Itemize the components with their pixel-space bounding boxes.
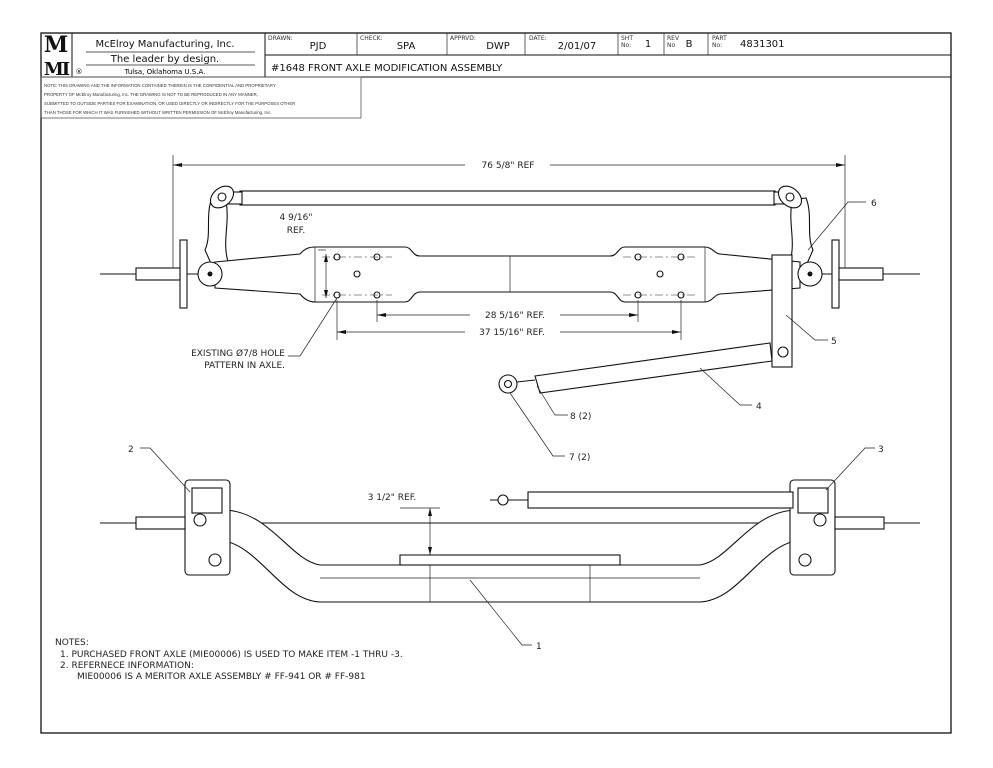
balloon-8: 8 (2) — [570, 412, 591, 422]
rev-value: B — [686, 39, 693, 50]
balloon-4: 4 — [756, 402, 762, 412]
dim-height: 4 9/16" — [280, 213, 313, 223]
spindle-left — [135, 267, 181, 281]
location: Tulsa, Oklahoma U.S.A. — [124, 68, 206, 76]
part-label: PART — [712, 35, 727, 42]
sht-label: SHT — [621, 35, 633, 42]
dim-drop: 3 1/2" REF. — [368, 493, 417, 503]
cylinder-bracket — [771, 254, 793, 368]
balloon-3: 3 — [878, 445, 884, 455]
balloon-5: 5 — [831, 337, 837, 347]
part-number: 4831301 — [740, 39, 785, 50]
title-block: M MI McElroy Manufacturing, Inc. The lea… — [41, 32, 951, 80]
apprvd-value: DWP — [486, 41, 510, 52]
balloon-1: 1 — [536, 642, 542, 652]
note-line: PROPERTY OF McElroy Manufacturing, Inc. … — [44, 92, 258, 97]
axle-beam — [214, 246, 801, 303]
dim-outer: 37 15/16" REF. — [479, 328, 545, 338]
notes-heading: NOTES: — [55, 638, 89, 648]
balloon-6: 6 — [871, 199, 877, 209]
steering-arm-left — [204, 197, 229, 269]
spindle-front-right — [834, 516, 885, 530]
brake-flange-right — [831, 239, 840, 309]
date-value: 2/01/07 — [558, 41, 597, 52]
mmi-logo: M MI — [44, 32, 72, 80]
steering-cylinder-front — [527, 491, 794, 509]
note-line: NOTE: THIS DRAWING AND THE INFORMATION C… — [44, 83, 276, 88]
dim-overall: 76 5/8" REF — [482, 161, 535, 171]
rev-label-no: No — [667, 42, 675, 49]
tie-rod — [239, 190, 776, 206]
registered-mark: ® — [76, 68, 83, 76]
svg-text:M: M — [44, 32, 68, 58]
sht-label-no: No: — [621, 42, 631, 49]
apprvd-label: APPRVD: — [450, 35, 476, 42]
date-label: DATE: — [529, 35, 547, 42]
check-value: SPA — [397, 41, 416, 52]
spindle-right — [838, 267, 884, 281]
note-2: 2. REFERNECE INFORMATION: — [60, 661, 194, 671]
dim-height-ref: REF. — [287, 226, 306, 236]
drawing-title: #1648 FRONT AXLE MODIFICATION ASSEMBLY — [271, 63, 503, 74]
sheet-border — [40, 32, 952, 734]
note-2-detail: MIE00006 IS A MERITOR AXLE ASSEMBLY # FF… — [77, 672, 366, 682]
front-view: 3 1/2" REF. 2 3 1 — [100, 445, 920, 652]
svg-text:MI: MI — [44, 59, 70, 80]
drawn-value: PJD — [310, 41, 327, 52]
rev-label: REV — [667, 35, 680, 42]
spindle-front-left — [135, 516, 186, 530]
notes: NOTES: 1. PURCHASED FRONT AXLE (MIE00006… — [55, 638, 403, 682]
note-line: SUBMITTED TO OUTSIDE PARTIES FOR EXAMINA… — [44, 101, 295, 106]
check-label: CHECK: — [360, 35, 383, 42]
company-name: McElroy Manufacturing, Inc. — [95, 39, 234, 50]
steering-cylinder — [534, 342, 773, 394]
steering-arm-right — [789, 197, 814, 269]
confidential-note: NOTE: THIS DRAWING AND THE INFORMATION C… — [40, 76, 362, 119]
balloon-7: 7 (2) — [569, 453, 590, 463]
note-1: 1. PURCHASED FRONT AXLE (MIE00006) IS US… — [60, 650, 403, 660]
drawn-label: DRAWN: — [268, 35, 293, 42]
hole-note-2: PATTERN IN AXLE. — [204, 361, 285, 371]
part-label-no: No: — [712, 42, 722, 49]
dim-inner: 28 5/16" REF. — [485, 311, 545, 321]
hole-pattern — [322, 253, 696, 299]
note-line: THAN THOSE FOR WHICH IT WAS FURNISHED WI… — [44, 110, 271, 115]
hole-note-1: EXISTING Ø7/8 HOLE — [191, 348, 285, 359]
balloon-2: 2 — [128, 445, 134, 455]
tagline: The leader by design. — [110, 54, 219, 65]
brake-flange-left — [179, 239, 188, 309]
sht-value: 1 — [645, 39, 651, 50]
top-view: 76 5/8" REF — [100, 155, 920, 463]
